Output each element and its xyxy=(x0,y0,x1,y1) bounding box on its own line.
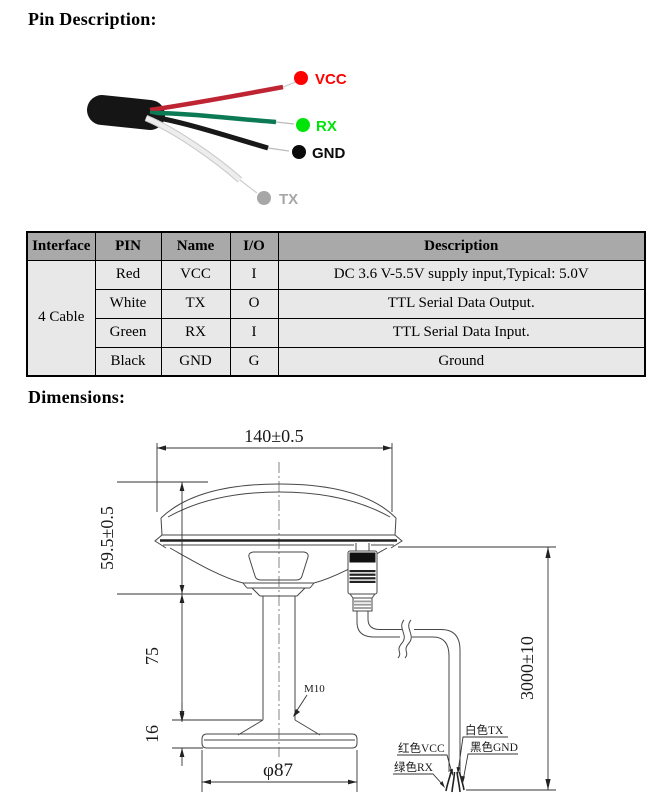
vcc-callout-text: 红色VCC xyxy=(398,741,445,755)
base-height-dim-text: 16 xyxy=(142,725,162,743)
dimensions-heading: Dimensions: xyxy=(28,387,126,407)
vcc-wire xyxy=(149,84,284,113)
table-cell-io: I xyxy=(229,317,279,348)
table-row: Black GND G Ground xyxy=(27,346,646,377)
dim-height: 59.5±0.5 xyxy=(97,481,252,595)
table-header-row: Interface PIN Name I/O Description xyxy=(26,231,646,261)
tx-label: TX xyxy=(279,191,298,208)
wire-ends xyxy=(445,771,465,793)
table-row: Green RX I TTL Serial Data Input. xyxy=(27,317,646,348)
dome-window xyxy=(248,551,309,581)
tx-dot-icon xyxy=(257,191,271,205)
vcc-dot-icon xyxy=(294,71,308,85)
col-header-io: I/O xyxy=(229,231,279,261)
dim-width: 140±0.5 xyxy=(156,426,393,512)
tx-wire xyxy=(145,115,242,182)
table-cell-pin: White xyxy=(94,288,162,319)
table-cell-io: G xyxy=(229,346,279,377)
col-header-interface: Interface xyxy=(26,231,96,261)
dimension-drawing: 140±0.5 59.5±0.5 75 16 φ87 300 xyxy=(97,426,556,793)
cable-photo: VCC RX GND TX xyxy=(87,71,347,208)
pole-dim-text: 75 xyxy=(142,647,162,665)
dim-base-height: 16 xyxy=(142,703,203,766)
cable-jacket xyxy=(87,95,165,130)
rx-label: RX xyxy=(316,118,337,135)
dim-pole: 75 xyxy=(142,594,262,721)
dim-cable-length: 3000±10 xyxy=(398,546,556,791)
base-disc xyxy=(201,733,358,749)
rx-wire xyxy=(149,110,277,125)
gnd-dot-icon xyxy=(292,145,306,159)
table-cell-pin: Green xyxy=(94,317,162,348)
table-cell-desc: TTL Serial Data Input. xyxy=(277,317,646,348)
table-cell-interface: 4 Cable xyxy=(26,259,96,377)
thread-label-text: M10 xyxy=(304,683,325,695)
table-cell-name: VCC xyxy=(160,259,231,290)
table-cell-pin: Red xyxy=(94,259,162,290)
col-header-pin: PIN xyxy=(94,231,162,261)
gnd-label: GND xyxy=(312,145,346,162)
col-header-name: Name xyxy=(160,231,231,261)
thread-callout: M10 xyxy=(293,683,325,717)
pin-labels: VCC RX GND TX xyxy=(279,71,347,208)
pin-description-heading: Pin Description: xyxy=(28,9,157,29)
table-row: 4 Cable Red VCC I DC 3.6 V-5.5V supply i… xyxy=(26,259,646,377)
width-dim-text: 140±0.5 xyxy=(244,426,303,446)
table-row: White TX O TTL Serial Data Output. xyxy=(27,288,646,319)
vcc-label: VCC xyxy=(315,71,347,88)
height-dim-text: 59.5±0.5 xyxy=(97,506,117,570)
table-cell-desc: DC 3.6 V-5.5V supply input,Typical: 5.0V xyxy=(277,259,646,290)
pin-description-table: Interface PIN Name I/O Description 4 Cab… xyxy=(26,231,646,377)
table-cell-pin: Black xyxy=(94,346,162,377)
rx-dot-icon xyxy=(296,118,310,132)
pin-dots xyxy=(257,71,310,205)
dim-base-diameter: φ87 xyxy=(201,750,358,792)
cable-break-symbol xyxy=(397,619,412,659)
table-cell-name: GND xyxy=(160,346,231,377)
mount-pole xyxy=(237,596,321,736)
gnd-callout-text: 黑色GND xyxy=(470,740,518,754)
cable xyxy=(356,611,461,772)
table-cell-io: O xyxy=(229,288,279,319)
connector-icon xyxy=(347,543,378,612)
gnd-wire xyxy=(147,113,269,151)
table-cell-desc: TTL Serial Data Output. xyxy=(277,288,646,319)
antenna-dome xyxy=(154,483,403,597)
base-dia-dim-text: φ87 xyxy=(263,760,293,781)
wire-callouts: 红色VCC 白色TX 黑色GND 绿色RX xyxy=(393,723,518,788)
tx-callout-text: 白色TX xyxy=(465,723,504,737)
cable-dim-text: 3000±10 xyxy=(517,636,537,700)
table-cell-name: TX xyxy=(160,288,231,319)
table-cell-name: RX xyxy=(160,317,231,348)
wire-strands xyxy=(144,81,297,194)
rx-callout-text: 绿色RX xyxy=(394,760,434,774)
col-header-description: Description xyxy=(277,231,646,261)
table-cell-io: I xyxy=(229,259,279,290)
table-cell-desc: Ground xyxy=(277,346,646,377)
